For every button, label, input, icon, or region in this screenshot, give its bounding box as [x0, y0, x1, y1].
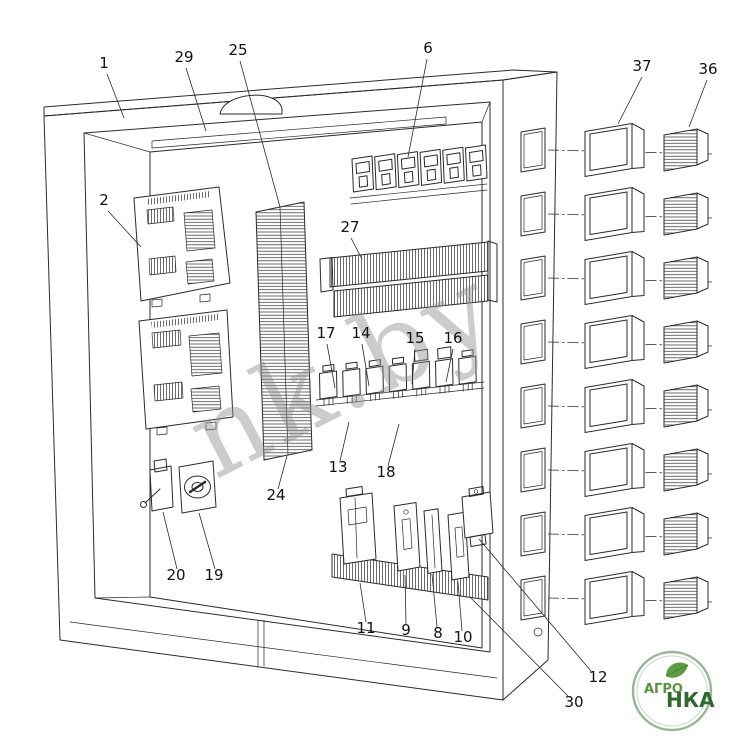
leader-18	[387, 423, 400, 467]
leader-17	[326, 343, 336, 389]
callout-2: 2	[99, 191, 109, 209]
leader-11	[359, 582, 367, 623]
logo-text-agro: АГРО	[644, 682, 683, 697]
callout-27: 27	[340, 218, 359, 236]
callout-36: 36	[698, 60, 717, 78]
callout-30: 30	[564, 693, 583, 711]
leader-20	[162, 511, 178, 570]
rail-mounted-devices	[339, 486, 494, 581]
logo-text-nka: НКА	[666, 688, 715, 712]
callout-12: 12	[588, 668, 607, 686]
logo-ring	[631, 650, 713, 732]
leader-25	[239, 60, 281, 208]
vertical-terminal-stack	[255, 201, 313, 461]
callout-29: 29	[174, 48, 193, 66]
callout-numbers: 1 29 25 6 37 36 2 27 17 14 15 16 13 18 2…	[99, 39, 717, 711]
leader-27	[350, 237, 363, 260]
callout-13: 13	[328, 458, 347, 476]
relay-modules	[133, 186, 234, 436]
panel-switches	[140, 458, 217, 514]
leader-10	[457, 581, 463, 632]
leader-14	[361, 343, 370, 387]
callout-8: 8	[433, 624, 443, 642]
leader-37	[617, 76, 643, 125]
callout-20: 20	[166, 566, 185, 584]
callout-16: 16	[443, 329, 462, 347]
leader-6	[407, 58, 428, 158]
leader-29	[185, 67, 207, 132]
callout-15: 15	[405, 329, 424, 347]
top-cable-duct	[151, 94, 447, 149]
callout-11: 11	[356, 619, 375, 637]
leader-30	[469, 596, 569, 697]
leader-15	[411, 348, 416, 385]
callout-24: 24	[266, 486, 285, 504]
callout-19: 19	[204, 566, 223, 584]
small-relay-row	[315, 346, 485, 407]
leader-36	[688, 79, 708, 128]
external-connectors	[663, 128, 709, 620]
callout-25: 25	[228, 41, 247, 59]
callout-18: 18	[376, 463, 395, 481]
leader-2	[107, 210, 142, 248]
leader-24	[277, 455, 288, 490]
cabinet-enclosure	[43, 69, 558, 701]
callout-10: 10	[453, 628, 472, 646]
leader-1	[106, 73, 125, 119]
callout-37: 37	[632, 57, 651, 75]
agro-nka-logo: АГРО НКА	[631, 650, 715, 732]
callout-14: 14	[351, 324, 370, 342]
leader-9	[404, 574, 407, 625]
cover-panels	[584, 123, 645, 625]
leader-12	[478, 538, 592, 672]
leader-13	[339, 421, 350, 462]
circuit-breaker-row	[349, 144, 488, 205]
callout-9: 9	[401, 621, 411, 639]
callout-1: 1	[99, 54, 109, 72]
leader-19	[198, 512, 216, 570]
terminal-strip-rows	[319, 240, 498, 318]
callout-leader-lines	[106, 58, 708, 697]
side-wall-cutouts	[520, 127, 546, 621]
leader-8	[431, 573, 438, 628]
callout-6: 6	[423, 39, 433, 57]
leader-16	[445, 348, 454, 383]
callout-17: 17	[316, 324, 335, 342]
